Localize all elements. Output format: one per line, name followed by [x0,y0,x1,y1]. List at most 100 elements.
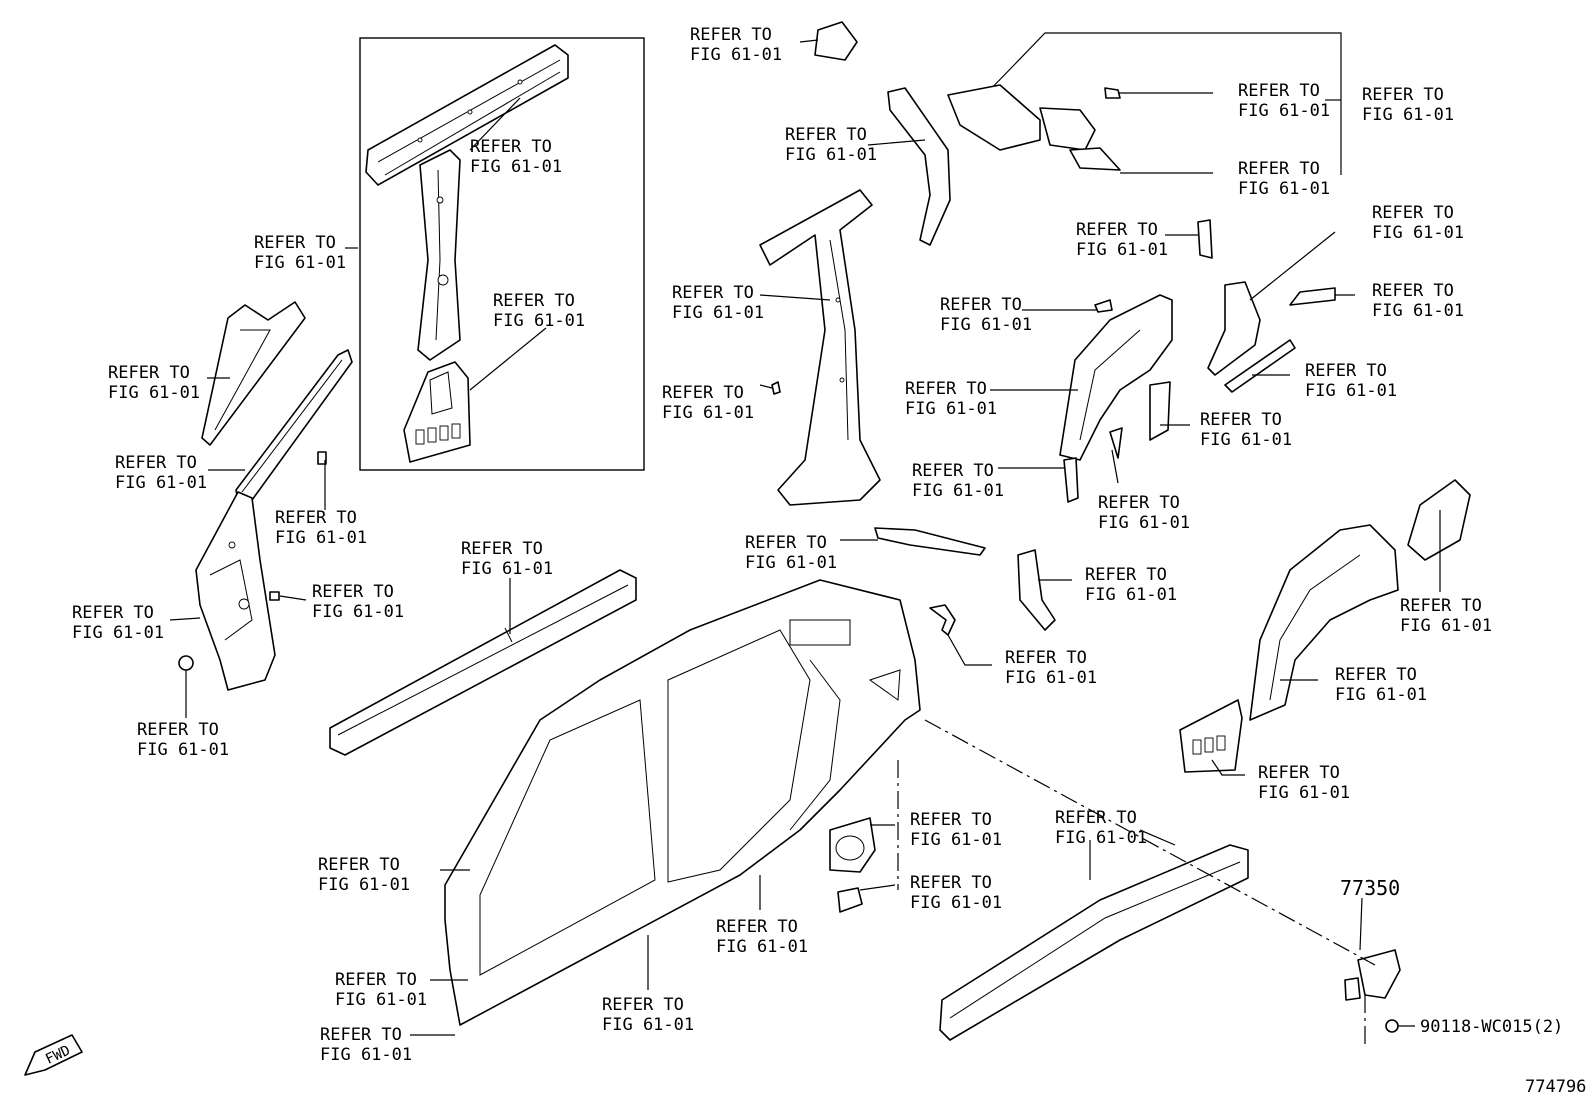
refer-label-roof-rear-1-line2: FIG 61-01 [1238,101,1330,121]
pillar-lower-reinforcement-part [403,361,471,463]
refer-label-rocker-inner-line2: FIG 61-01 [461,559,553,579]
part-number-bolt: 90118-WC015(2) [1420,1017,1563,1037]
refer-label-fuel-bracket-line1: REFER TO [910,873,992,893]
illustration-number: 774796 [1525,1077,1586,1097]
refer-label-grommet-line1: REFER TO [137,720,219,740]
refer-label-roof-rear-2-line1: REFER TO [1238,159,1320,179]
refer-label-roof-group-line2: FIG 61-01 [1362,105,1454,125]
refer-label-small-clip-line2: FIG 61-01 [662,403,754,423]
center-pillar-inner-part [417,149,461,361]
refer-label-rear-lower-reinf-line2: FIG 61-01 [1258,783,1350,803]
roof-side-rail-part [365,44,569,186]
refer-label-roof-group-line1: REFER TO [1362,85,1444,105]
fwd-arrow: FWD [24,1034,83,1076]
refer-label-upper-plate-line2: FIG 61-01 [1372,301,1464,321]
small-bracket-part-1 [317,451,327,465]
front-pillar-lower-part [195,491,276,691]
refer-label-quarter-ext-line1: REFER TO [785,125,867,145]
refer-label-sill-rear-line2: FIG 61-01 [716,937,808,957]
refer-label-rocker-inner-line1: REFER TO [461,539,543,559]
rear-lower-reinforcement-part [1179,699,1243,773]
refer-label-frame-left-line2: FIG 61-01 [254,253,346,273]
fuel-filler-bracket-part [837,887,863,913]
refer-label-center-pillar-line2: FIG 61-01 [672,303,764,323]
rear-wheelhouse-inner-part [1059,294,1173,461]
rear-quarter-upper-extension-part [1407,479,1471,561]
refer-label-rocker-outer-line2: FIG 61-01 [1055,828,1147,848]
refer-label-grommet-line2: FIG 61-01 [137,740,229,760]
refer-label-front-pillar-outer-line2: FIG 61-01 [115,473,207,493]
refer-label-small-bracket-1-line2: FIG 61-01 [275,528,367,548]
fuel-filler-housing-part [829,817,876,873]
refer-label-quarter-bracket-3-line1: REFER TO [1098,493,1180,513]
refer-label-roof-rail-line1: REFER TO [470,137,552,157]
refer-label-upper-bracket-line1: REFER TO [108,363,190,383]
refer-label-side-outer-line1: REFER TO [318,855,400,875]
refer-label-center-pillar-line1: REFER TO [672,283,754,303]
rear-quarter-upper-brace-part [1207,281,1336,393]
refer-label-rocker-outer-line1: REFER TO [1055,808,1137,828]
refer-label-rear-quarter-inner-line2: FIG 61-01 [1335,685,1427,705]
dash-line-fuel-lid [924,719,1376,966]
hook-bracket-part [929,604,956,636]
refer-label-small-bracket-2-line2: FIG 61-01 [312,602,404,622]
refer-label-fuel-housing-line1: REFER TO [910,810,992,830]
front-pillar-upper-bracket-part [201,301,306,446]
refer-label-quarter-bracket-4-line2: FIG 61-01 [1200,430,1292,450]
refer-label-wheelhouse-line2: FIG 61-01 [905,399,997,419]
refer-label-side-outer-line2: FIG 61-01 [318,875,410,895]
group-bracket-top-right [984,32,1342,175]
rear-bracket-part [1017,549,1056,631]
quarter-inner-extension-part [887,87,951,246]
refer-label-quarter-ext-line2: FIG 61-01 [785,145,877,165]
rear-quarter-brackets-part [1063,219,1213,503]
refer-label-pillar-reinf-line2: FIG 61-01 [493,311,585,331]
refer-label-wheelhouse-clip-line1: REFER TO [940,295,1022,315]
group-frame-box [359,37,645,471]
leader-lines [169,39,1441,1036]
rocker-inner-panel-part [329,569,637,756]
refer-label-fuel-housing-line2: FIG 61-01 [910,830,1002,850]
refer-label-quarter-bracket-4-line1: REFER TO [1200,410,1282,430]
refer-label-roof-rear-2-line2: FIG 61-01 [1238,179,1330,199]
grommet-part [178,655,194,671]
refer-label-top-bracket-line1: REFER TO [690,25,772,45]
refer-label-hook-bracket-line2: FIG 61-01 [1005,668,1097,688]
refer-label-upper-plate-line1: REFER TO [1372,281,1454,301]
refer-label-sill-front-line2: FIG 61-01 [602,1015,694,1035]
refer-label-quarter-bracket-2-line2: FIG 61-01 [912,481,1004,501]
roof-rail-rear-part [947,84,1121,171]
refer-label-clip-a-line2: FIG 61-01 [335,990,427,1010]
center-pillar-outer-part [759,189,881,506]
refer-label-upper-brace-line1: REFER TO [1372,203,1454,223]
refer-label-sill-front-line1: REFER TO [602,995,684,1015]
refer-label-lower-brace-line1: REFER TO [1305,361,1387,381]
bolt-part [1385,1019,1399,1033]
refer-label-small-bracket-2-line1: REFER TO [312,582,394,602]
fuel-lid-part [1344,949,1401,1001]
rear-quarter-inner-panel-part [1249,524,1399,721]
refer-label-top-bracket-line2: FIG 61-01 [690,45,782,65]
refer-label-wheelhouse-line1: REFER TO [905,379,987,399]
refer-label-fuel-bracket-line2: FIG 61-01 [910,893,1002,913]
refer-label-rear-bracket-line1: REFER TO [1085,565,1167,585]
refer-label-upper-bracket-line2: FIG 61-01 [108,383,200,403]
refer-label-upper-brace-line2: FIG 61-01 [1372,223,1464,243]
refer-label-quarter-bracket-2-line1: REFER TO [912,461,994,481]
small-clip-part [771,381,781,395]
refer-label-rear-lower-reinf-line1: REFER TO [1258,763,1340,783]
refer-label-roof-rear-1-line1: REFER TO [1238,81,1320,101]
refer-label-lower-brace-line2: FIG 61-01 [1305,381,1397,401]
refer-label-rear-quarter-inner-line1: REFER TO [1335,665,1417,685]
side-body-outer-panel-part [444,579,921,1026]
part-number-fuel-lid: 77350 [1340,876,1400,900]
refer-label-clip-b-line1: REFER TO [320,1025,402,1045]
top-small-bracket-part [814,21,858,61]
refer-label-quarter-bracket-1-line1: REFER TO [1076,220,1158,240]
refer-label-wheelhouse-clip-line2: FIG 61-01 [940,315,1032,335]
refer-label-front-pillar-lower-line2: FIG 61-01 [72,623,164,643]
refer-label-quarter-bracket-1-line2: FIG 61-01 [1076,240,1168,260]
refer-label-frame-left-line1: REFER TO [254,233,336,253]
refer-label-rear-extension-line1: REFER TO [1400,596,1482,616]
small-bracket-part-2 [269,591,280,601]
